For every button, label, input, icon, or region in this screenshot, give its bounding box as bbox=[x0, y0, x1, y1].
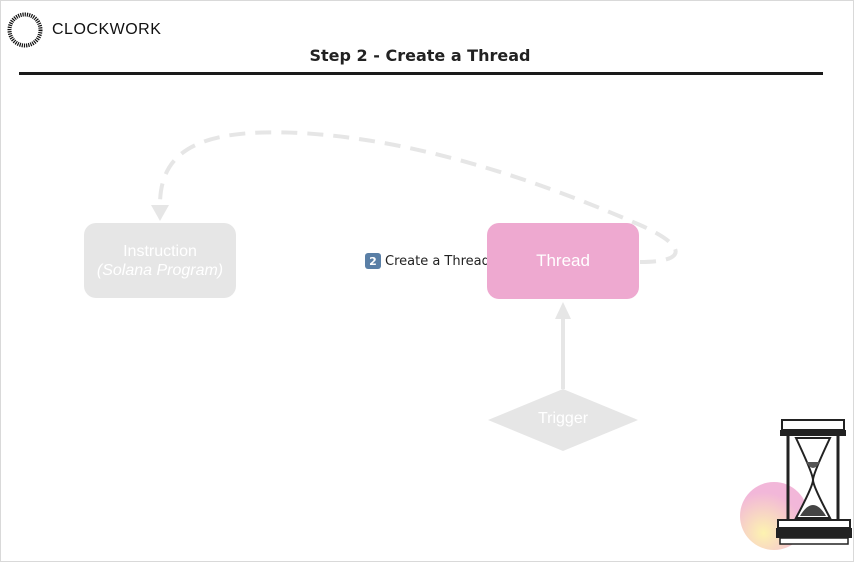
title-divider bbox=[19, 72, 823, 75]
step-text: Create a Thread bbox=[385, 253, 490, 269]
page-title: Step 2 - Create a Thread bbox=[309, 46, 531, 65]
step-label: 2 Create a Thread bbox=[365, 253, 490, 269]
thread-arrowhead bbox=[555, 302, 571, 319]
hourglass-illustration-icon bbox=[740, 419, 852, 550]
instruction-arrowhead bbox=[151, 205, 169, 221]
thread-node: Thread bbox=[487, 223, 639, 299]
clockwork-ring-icon bbox=[7, 12, 43, 48]
instruction-subtitle: (Solana Program) bbox=[96, 261, 224, 279]
trigger-diamond bbox=[488, 389, 638, 451]
trigger-label: Trigger bbox=[537, 410, 589, 427]
brand-name: CLOCKWORK bbox=[52, 21, 162, 38]
step-number-badge: 2 bbox=[365, 253, 381, 269]
brand-logo[interactable]: CLOCKWORK bbox=[7, 12, 161, 48]
thread-to-instruction-arrow bbox=[158, 130, 678, 264]
thread-label: Thread bbox=[536, 251, 590, 270]
instruction-node: Instruction (Solana Program) bbox=[84, 223, 236, 298]
instruction-title: Instruction bbox=[123, 242, 197, 260]
